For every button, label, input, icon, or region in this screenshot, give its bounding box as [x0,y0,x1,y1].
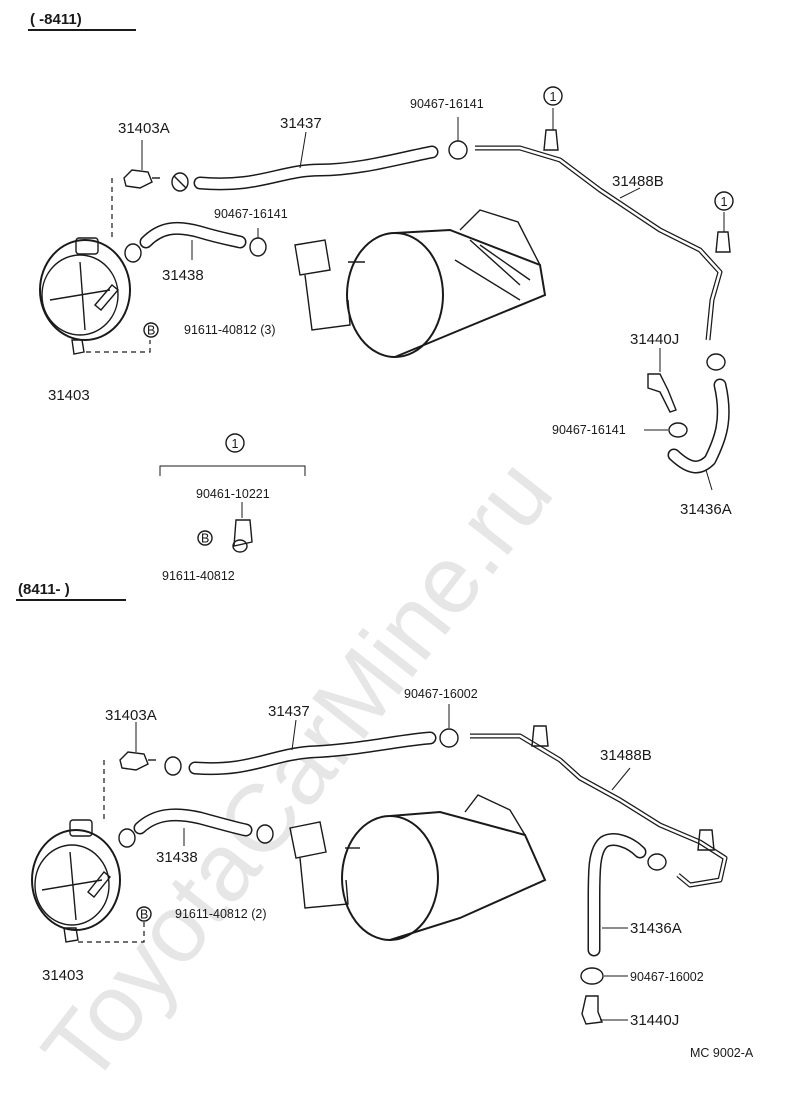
ref-circle-top-2-text: 1 [721,195,728,209]
label-31403-top: 31403 [48,387,90,404]
check-valve-top [647,348,677,413]
label-31403A-top: 31403A [118,120,170,137]
label-31440J-top: 31440J [630,331,679,348]
detail-ref-circle-text: 1 [232,437,239,451]
hose-clamp-top-5 [706,353,726,371]
label-91611-40812-3: 91611-40812 (3) [184,323,276,337]
ref-circle-top-2 [714,191,734,211]
label-91611-40812-2: 91611-40812 (2) [175,907,267,921]
label-31438-top: 31438 [162,267,204,284]
label-31437-bottom: 31437 [268,703,310,720]
detail-clip-shape [233,519,253,547]
detail-clip-1: 1 90461-10221 B 91611-40812 [159,433,306,583]
bolt-letter-top: B [147,324,155,338]
bolt-marker-bottom [136,906,152,922]
section-bottom: (8411- ) [16,581,728,1029]
hose-clamp-top-3 [249,228,267,257]
section-top: ( -8411) [28,11,734,518]
hose-clamp-top-1 [171,172,189,192]
hose-clamp-bottom-1 [164,756,182,776]
detail-label-91611-40812: 91611-40812 [162,569,235,583]
hose-clamp-top-6 [644,422,688,438]
pipe-clip-top-1 [543,108,559,151]
detail-label-90461-10221: 90461-10221 [196,487,270,501]
label-31437-top: 31437 [280,115,322,132]
label-31440J-bottom: 31440J [630,1012,679,1029]
label-90467-16141-top-c: 90467-16141 [552,423,626,437]
hose-clamp-bottom-2 [118,828,136,848]
hose-clamp-bottom-6 [580,967,628,985]
pipe-31488B-top [475,145,723,341]
dash-bolt-bottom [78,922,145,943]
label-90467-16002-bottom-a: 90467-16002 [404,687,478,701]
watermark-text: ToyotaCarMine.ru [22,440,573,1103]
charcoal-canister-top [39,237,131,355]
hose-clamp-top-2 [124,243,142,263]
label-31403-bottom: 31403 [42,967,84,984]
bolt-marker-top [143,322,159,338]
label-31438-bottom: 31438 [156,849,198,866]
detail-ref-circle [225,433,245,453]
pipe-clip-bottom-2 [697,829,715,851]
vsv-valve-bottom [119,722,156,771]
label-31488B-bottom: 31488B [600,747,652,764]
detail-bolt-letter: B [201,532,209,546]
hose-clamp-bottom-4 [439,704,459,748]
hose-clamp-bottom-3 [256,824,274,844]
label-31436A-bottom: 31436A [630,920,682,937]
charcoal-canister-bottom [31,819,121,943]
ref-circle-top-1-text: 1 [550,90,557,104]
label-90467-16141-top-b: 90467-16141 [214,207,288,221]
diagram-id: MC 9002-A [690,1046,754,1060]
label-90467-16002-bottom-b: 90467-16002 [630,970,704,984]
bolt-letter-bottom: B [140,908,148,922]
hose-clamp-top-4 [448,117,468,160]
pipe-clip-bottom-1 [531,725,549,747]
vsv-valve-top [123,140,160,189]
booster-assembly-top [294,209,547,358]
label-31403A-bottom: 31403A [105,707,157,724]
range-label-bottom: (8411- ) [18,581,70,598]
check-valve-bottom [581,995,628,1025]
dash-bolt-top [86,340,151,353]
hose-clamp-bottom-5 [647,853,667,871]
range-label-top: ( -8411) [30,11,82,28]
label-31488B-top: 31488B [612,173,664,190]
pipe-clip-top-2 [715,212,731,253]
ref-circle-top-1 [543,86,563,106]
label-31436A-top: 31436A [680,501,732,518]
detail-bolt-marker [197,530,213,546]
booster-assembly-bottom [289,794,547,941]
detail-bracket [159,465,306,476]
label-90467-16141-top-a: 90467-16141 [410,97,484,111]
